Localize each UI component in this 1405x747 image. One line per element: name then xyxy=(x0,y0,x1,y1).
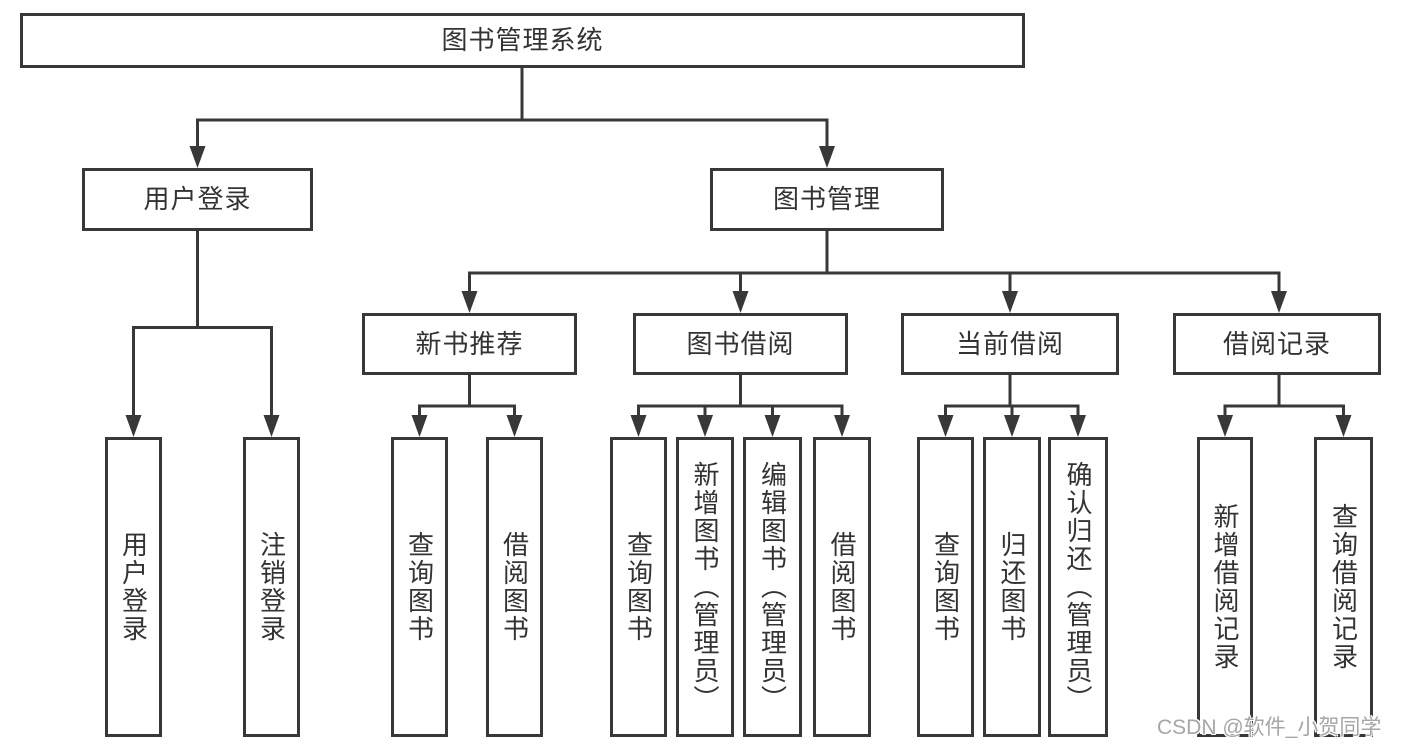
arrow-down-icon xyxy=(732,291,749,313)
node-label: 借阅图书 xyxy=(499,531,530,643)
arrow-down-icon xyxy=(506,415,523,437)
node-current-borrowing: 当前借阅 xyxy=(901,313,1119,375)
node-label: 归还图书 xyxy=(997,531,1027,643)
leaf-logout: 注销登录 xyxy=(243,437,300,737)
node-label: 图书管理系统 xyxy=(441,25,604,56)
arrow-down-icon xyxy=(411,415,428,437)
arrow-down-icon xyxy=(461,291,478,313)
connector-user-login-to-leaves xyxy=(125,229,280,437)
node-new-book-recommend: 新书推荐 xyxy=(362,313,577,375)
arrow-down-icon xyxy=(263,415,280,437)
leaf-borrow-books: 借阅图书 xyxy=(486,437,543,737)
connector-book-mgmt-to-level3 xyxy=(461,229,1287,313)
arrow-down-icon xyxy=(1070,415,1086,437)
node-label: 图书借阅 xyxy=(686,328,795,359)
leaf-user-login: 用户登录 xyxy=(105,437,162,737)
arrow-down-icon xyxy=(1004,415,1020,437)
node-book-borrowing: 图书借阅 xyxy=(633,313,848,375)
node-borrowing-records: 借阅记录 xyxy=(1173,313,1381,375)
node-label: 图书管理 xyxy=(772,184,881,215)
node-label: 新增借阅记录 xyxy=(1210,503,1240,671)
node-book-management: 图书管理 xyxy=(710,168,944,231)
leaf-query-books: 查询图书 xyxy=(391,437,448,737)
arrow-down-icon xyxy=(819,146,835,168)
leaf-return-books: 归还图书 xyxy=(983,437,1041,737)
leaf-confirm-return-admin: 确认归还（管理员） xyxy=(1048,437,1108,737)
node-user-login: 用户登录 xyxy=(82,168,313,231)
arrow-down-icon xyxy=(125,415,142,437)
arrow-down-icon xyxy=(189,146,206,168)
node-label: 查询图书 xyxy=(404,531,435,643)
leaf-add-books-admin: 新增图书（管理员） xyxy=(676,437,734,737)
arrow-down-icon xyxy=(1271,291,1287,313)
arrow-down-icon xyxy=(937,415,954,437)
connector-borrow-to-leaves xyxy=(630,373,850,437)
node-label: 查询图书 xyxy=(930,531,961,643)
node-label: 确认归还（管理员） xyxy=(1063,461,1093,713)
arrow-down-icon xyxy=(1335,415,1352,437)
node-root-system: 图书管理系统 xyxy=(20,13,1025,68)
node-label: 用户登录 xyxy=(143,184,252,215)
leaf-edit-books-admin: 编辑图书（管理员） xyxy=(743,437,802,737)
arrow-down-icon xyxy=(1217,415,1233,437)
leaf-query-books: 查询图书 xyxy=(917,437,974,737)
connector-new-book-to-leaves xyxy=(411,373,523,437)
arrow-down-icon xyxy=(764,415,781,437)
node-label: 注销登录 xyxy=(256,531,287,643)
leaf-query-books: 查询图书 xyxy=(610,437,667,737)
node-label: 借阅图书 xyxy=(827,531,857,643)
node-label: 新书推荐 xyxy=(415,328,524,359)
node-label: 当前借阅 xyxy=(955,328,1064,359)
node-label: 编辑图书（管理员） xyxy=(757,461,788,713)
arrow-down-icon xyxy=(630,415,647,437)
arrow-down-icon xyxy=(834,415,850,437)
leaf-query-borrow-record: 查询借阅记录 xyxy=(1314,437,1373,737)
connector-records-to-leaves xyxy=(1217,373,1352,437)
node-label: 借阅记录 xyxy=(1222,328,1331,359)
arrow-down-icon xyxy=(697,415,713,437)
csdn-watermark: CSDN @软件_小贺同学 xyxy=(1157,716,1382,739)
node-label: 新增图书（管理员） xyxy=(690,461,720,713)
arrow-down-icon xyxy=(1002,291,1018,313)
connector-root-to-level2 xyxy=(189,66,835,168)
node-label: 查询图书 xyxy=(623,531,654,643)
connector-current-to-leaves xyxy=(937,373,1086,437)
leaf-borrow-books: 借阅图书 xyxy=(813,437,871,737)
leaf-add-borrow-record: 新增借阅记录 xyxy=(1197,437,1253,737)
node-label: 查询借阅记录 xyxy=(1328,503,1359,671)
node-label: 用户登录 xyxy=(118,531,149,643)
